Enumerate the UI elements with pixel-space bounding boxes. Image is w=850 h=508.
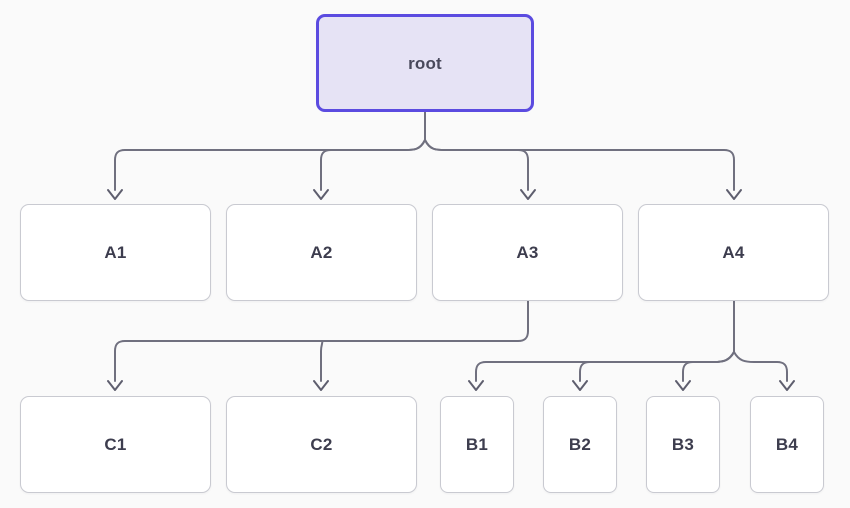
- node-b3-label: B3: [671, 435, 695, 454]
- node-a3-label: A3: [516, 243, 539, 262]
- edge-a4-b4: [733, 351, 788, 382]
- arrowhead-b4: [779, 380, 795, 391]
- node-c1-label: C1: [104, 435, 127, 454]
- node-b4[interactable]: B4: [750, 396, 824, 493]
- node-b2-label: B2: [568, 435, 592, 454]
- node-root-label: root: [408, 53, 442, 73]
- arrowhead-c1: [107, 380, 123, 391]
- node-a1[interactable]: A1: [20, 204, 211, 301]
- edge-a3-c2: [320, 340, 324, 382]
- node-a4-label: A4: [722, 243, 745, 262]
- node-b2[interactable]: B2: [543, 396, 617, 493]
- arrowhead-a4: [726, 189, 742, 200]
- node-root[interactable]: root: [316, 14, 534, 112]
- edge-root-a1: [114, 139, 426, 191]
- arrowhead-c2: [313, 380, 329, 391]
- node-a2[interactable]: A2: [226, 204, 417, 301]
- arrowhead-b3: [675, 380, 691, 391]
- node-c2[interactable]: C2: [226, 396, 417, 493]
- edge-root-a3: [424, 139, 529, 191]
- arrowhead-b2: [572, 380, 588, 391]
- node-b3[interactable]: B3: [646, 396, 720, 493]
- arrowhead-a1: [107, 189, 123, 200]
- edge-a4-b2: [579, 351, 735, 382]
- edge-a4-b3: [682, 351, 735, 382]
- node-a4[interactable]: A4: [638, 204, 829, 301]
- node-a3[interactable]: A3: [432, 204, 623, 301]
- edge-root-a4: [424, 139, 735, 191]
- node-c1[interactable]: C1: [20, 396, 211, 493]
- edge-root-a2: [320, 139, 426, 191]
- arrowhead-b1: [468, 380, 484, 391]
- node-b4-label: B4: [775, 435, 799, 454]
- arrowhead-a2: [313, 189, 329, 200]
- edge-a4-b1: [475, 351, 735, 382]
- node-a2-label: A2: [310, 243, 333, 262]
- node-b1-label: B1: [465, 435, 489, 454]
- node-a1-label: A1: [104, 243, 127, 262]
- node-c2-label: C2: [310, 435, 333, 454]
- node-b1[interactable]: B1: [440, 396, 514, 493]
- arrowhead-a3: [520, 189, 536, 200]
